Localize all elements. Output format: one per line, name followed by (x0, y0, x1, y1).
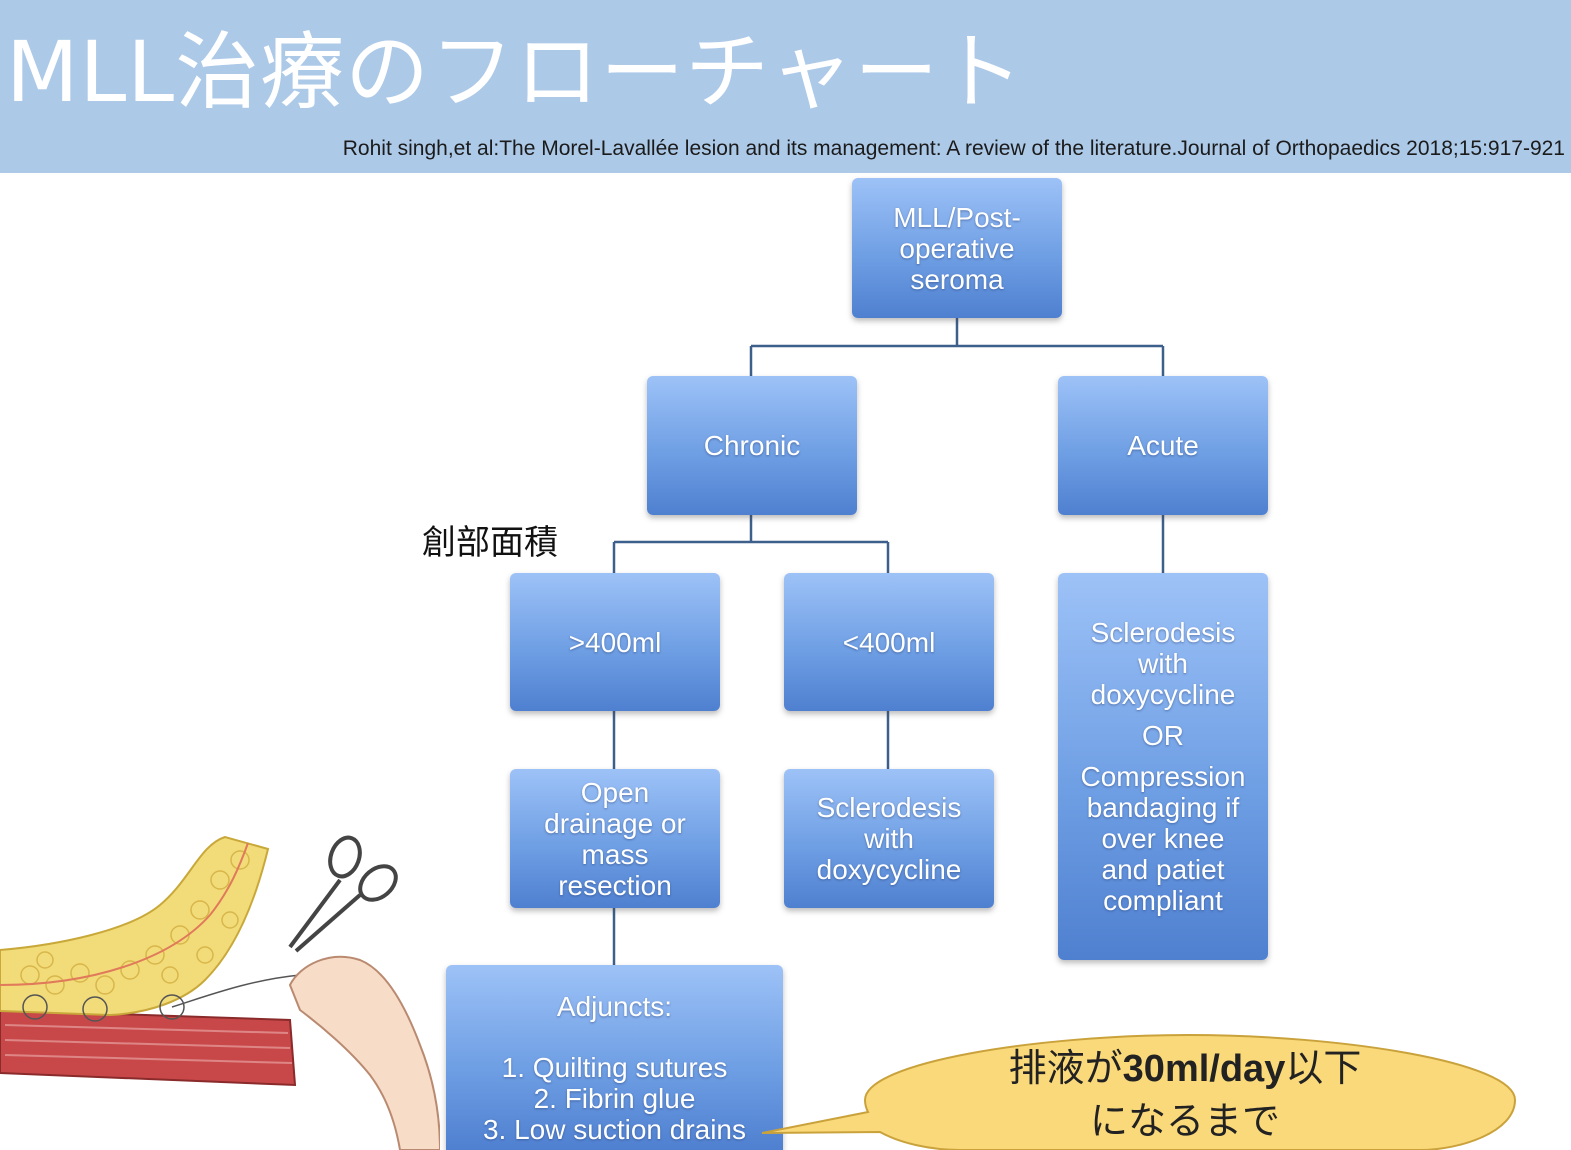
open-drainage-line-2: drainage or (544, 807, 686, 839)
wound-area-label: 創部面積 (422, 523, 558, 563)
acute-second-line-2: bandaging if (1086, 792, 1240, 823)
slide-title: MLL治療のフローチャート (6, 23, 1025, 121)
callout-shape (761, 1033, 1517, 1150)
box-lt400-label: <400ml (842, 626, 936, 658)
callout-part-2: 30ml/day (1122, 1048, 1286, 1090)
open-drainage-line-3: mass (581, 838, 649, 870)
box-open-drainage: Open drainage or mass resection (510, 769, 720, 908)
quilting-sutures (22, 994, 185, 1022)
acute-second-line-5: compliant (1103, 885, 1223, 916)
box-root: MLL/Post- operative seroma (852, 178, 1062, 318)
adjunct-item-1: 1. Quilting sutures (501, 1052, 728, 1083)
box-gt400: >400ml (510, 573, 720, 711)
callout-part-3: 以下 (1285, 1046, 1362, 1090)
sclerodesis-line-3: doxycycline (816, 854, 962, 885)
open-drainage-line-1: Open (580, 776, 650, 808)
acute-or: OR (1142, 720, 1184, 751)
callout-line-1: 排液が30ml/day以下 (925, 1042, 1445, 1095)
adjunct-item-3: 3. Low suction drains (482, 1114, 747, 1145)
hand (288, 955, 440, 1150)
acute-first-line-1: Sclerodesis (1090, 617, 1236, 648)
acute-second-line-3: over knee (1101, 823, 1225, 854)
suture-thread (171, 974, 301, 1008)
box-adjuncts: Adjuncts: 1. Quilting sutures 2. Fibrin … (446, 965, 783, 1150)
box-sclerodesis-lt400: Sclerodesis with doxycycline (784, 769, 994, 908)
callout-line-2: になるまで (1089, 1099, 1280, 1143)
slide-header: MLL治療のフローチャート Rohit singh,et al:The More… (0, 0, 1571, 173)
sclerodesis-line-1: Sclerodesis (816, 792, 962, 823)
open-drainage-line-4: resection (558, 869, 672, 901)
muscle-fibers (4, 1024, 293, 1064)
box-acute: Acute (1058, 376, 1268, 515)
fat-cells (20, 850, 250, 995)
adjuncts-title: Adjuncts: (556, 991, 673, 1022)
box-acute-treatment: Sclerodesis with doxycycline OR Compress… (1058, 573, 1268, 960)
fat-layer (0, 835, 270, 1017)
box-root-line-3: seroma (910, 263, 1004, 295)
callout-text: 排液が30ml/day以下 になるまで (925, 1042, 1445, 1147)
suture-illustration (0, 835, 440, 1150)
acute-first-line-2: with (1138, 648, 1188, 679)
callout-part-1: 排液が (1008, 1046, 1123, 1090)
box-root-line-1: MLL/Post- (893, 201, 1021, 233)
box-lt400: <400ml (784, 573, 994, 711)
adjunct-item-2: 2. Fibrin glue (533, 1083, 696, 1114)
acute-second-line-4: and patiet (1101, 854, 1225, 885)
citation: Rohit singh,et al:The Morel-Lavallée les… (342, 137, 1565, 160)
box-chronic-label: Chronic (703, 430, 801, 461)
box-acute-label: Acute (1127, 430, 1199, 461)
forceps (288, 835, 398, 953)
box-root-line-2: operative (899, 232, 1015, 264)
acute-first-line-3: doxycycline (1090, 679, 1236, 710)
box-gt400-label: >400ml (568, 626, 662, 658)
tissue-line (0, 842, 249, 986)
acute-second-line-1: Compression (1080, 761, 1246, 792)
sclerodesis-line-2: with (864, 823, 914, 854)
box-chronic: Chronic (647, 376, 857, 515)
muscle-layer (0, 1008, 297, 1087)
